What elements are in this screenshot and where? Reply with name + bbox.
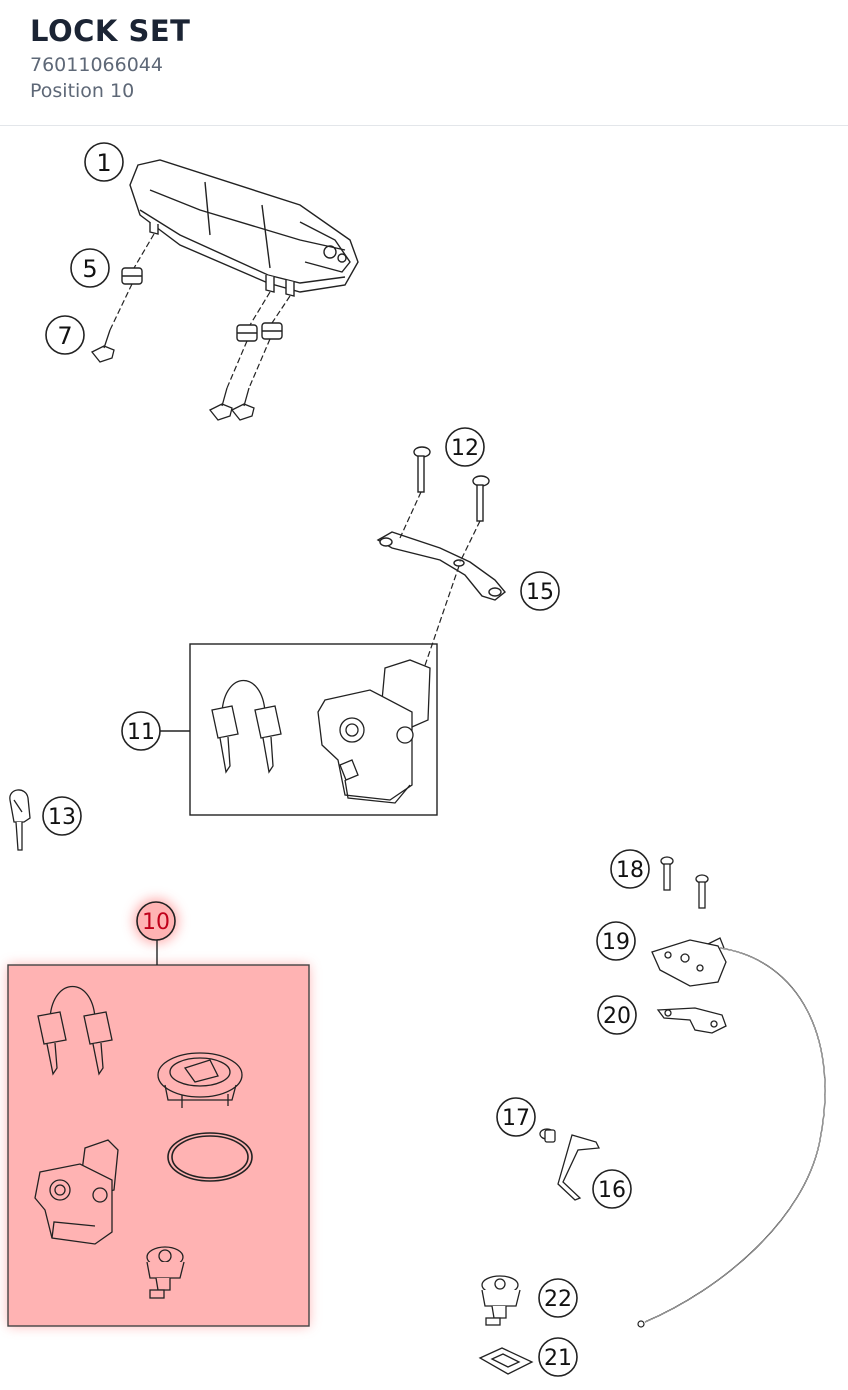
callout-11[interactable]: 11 — [121, 711, 161, 751]
bracket-and-bolts-drawing — [376, 446, 506, 601]
part-11-box — [189, 643, 438, 816]
svg-text:18: 18 — [616, 858, 644, 883]
svg-text:12: 12 — [451, 436, 479, 461]
callout-16[interactable]: 16 — [592, 1169, 632, 1209]
svg-text:20: 20 — [603, 1004, 631, 1029]
svg-text:17: 17 — [502, 1106, 530, 1131]
key-blank-drawing-13 — [9, 789, 31, 851]
instrument-cluster-drawing — [129, 159, 359, 297]
svg-text:22: 22 — [544, 1287, 572, 1312]
ignition-lock-drawing-11 — [317, 659, 431, 804]
callout-21[interactable]: 21 — [538, 1337, 578, 1377]
dash-leader-lines — [109, 233, 291, 389]
exploded-parts-diagram: 1 5 7 12 15 11 13 10 18 19 20 17 — [7, 142, 826, 1377]
release-cable-drawing — [644, 947, 826, 1323]
callout-22[interactable]: 22 — [538, 1278, 578, 1318]
screws-drawing — [90, 329, 255, 421]
parts-header: LOCK SET 76011066044 Position 10 — [0, 0, 848, 126]
rivet-drawing-17 — [539, 1128, 556, 1143]
callout-13[interactable]: 13 — [42, 796, 82, 836]
svg-text:13: 13 — [48, 805, 76, 830]
part-number: 76011066044 — [30, 54, 163, 76]
callout-20[interactable]: 20 — [597, 995, 637, 1035]
screws-drawing-18 — [660, 856, 709, 909]
latch-plate-drawing-19 — [651, 937, 727, 987]
gasket-drawing-21 — [478, 1347, 534, 1375]
svg-text:16: 16 — [598, 1178, 626, 1203]
keys-drawing-10 — [37, 985, 113, 1076]
svg-text:7: 7 — [57, 322, 72, 350]
seal-ring-drawing-10 — [167, 1132, 253, 1182]
svg-text:19: 19 — [602, 930, 630, 955]
callout-18[interactable]: 18 — [610, 849, 650, 889]
keys-drawing-11 — [211, 679, 282, 774]
seat-lock-drawing-10 — [146, 1246, 185, 1299]
release-cable-inner — [644, 947, 826, 1323]
callout-10-selected[interactable]: 10 — [136, 901, 176, 941]
callout-5[interactable]: 5 — [70, 248, 110, 288]
svg-text:1: 1 — [96, 149, 111, 177]
plate-drawing-20 — [656, 1007, 727, 1034]
bracket-drawing-16 — [557, 1134, 601, 1201]
part-title: LOCK SET — [30, 14, 191, 48]
position-label: Position 10 — [30, 80, 135, 102]
callout-17[interactable]: 17 — [496, 1097, 536, 1137]
grommets-drawing — [121, 267, 283, 342]
cable-end — [637, 1320, 645, 1328]
callout-19[interactable]: 19 — [596, 921, 636, 961]
seat-lock-drawing-22 — [481, 1275, 521, 1326]
svg-text:10: 10 — [142, 910, 170, 935]
bracket-leader-lines — [399, 491, 481, 681]
callout-12[interactable]: 12 — [445, 427, 485, 467]
callout-7[interactable]: 7 — [45, 315, 85, 355]
fuel-cap-drawing-10 — [157, 1052, 243, 1108]
svg-text:15: 15 — [526, 580, 554, 605]
svg-text:11: 11 — [127, 720, 155, 745]
callout-1[interactable]: 1 — [84, 142, 124, 182]
svg-text:21: 21 — [544, 1346, 572, 1371]
ignition-lock-drawing-10 — [34, 1139, 119, 1245]
callout-15[interactable]: 15 — [520, 571, 560, 611]
svg-text:5: 5 — [82, 255, 97, 283]
